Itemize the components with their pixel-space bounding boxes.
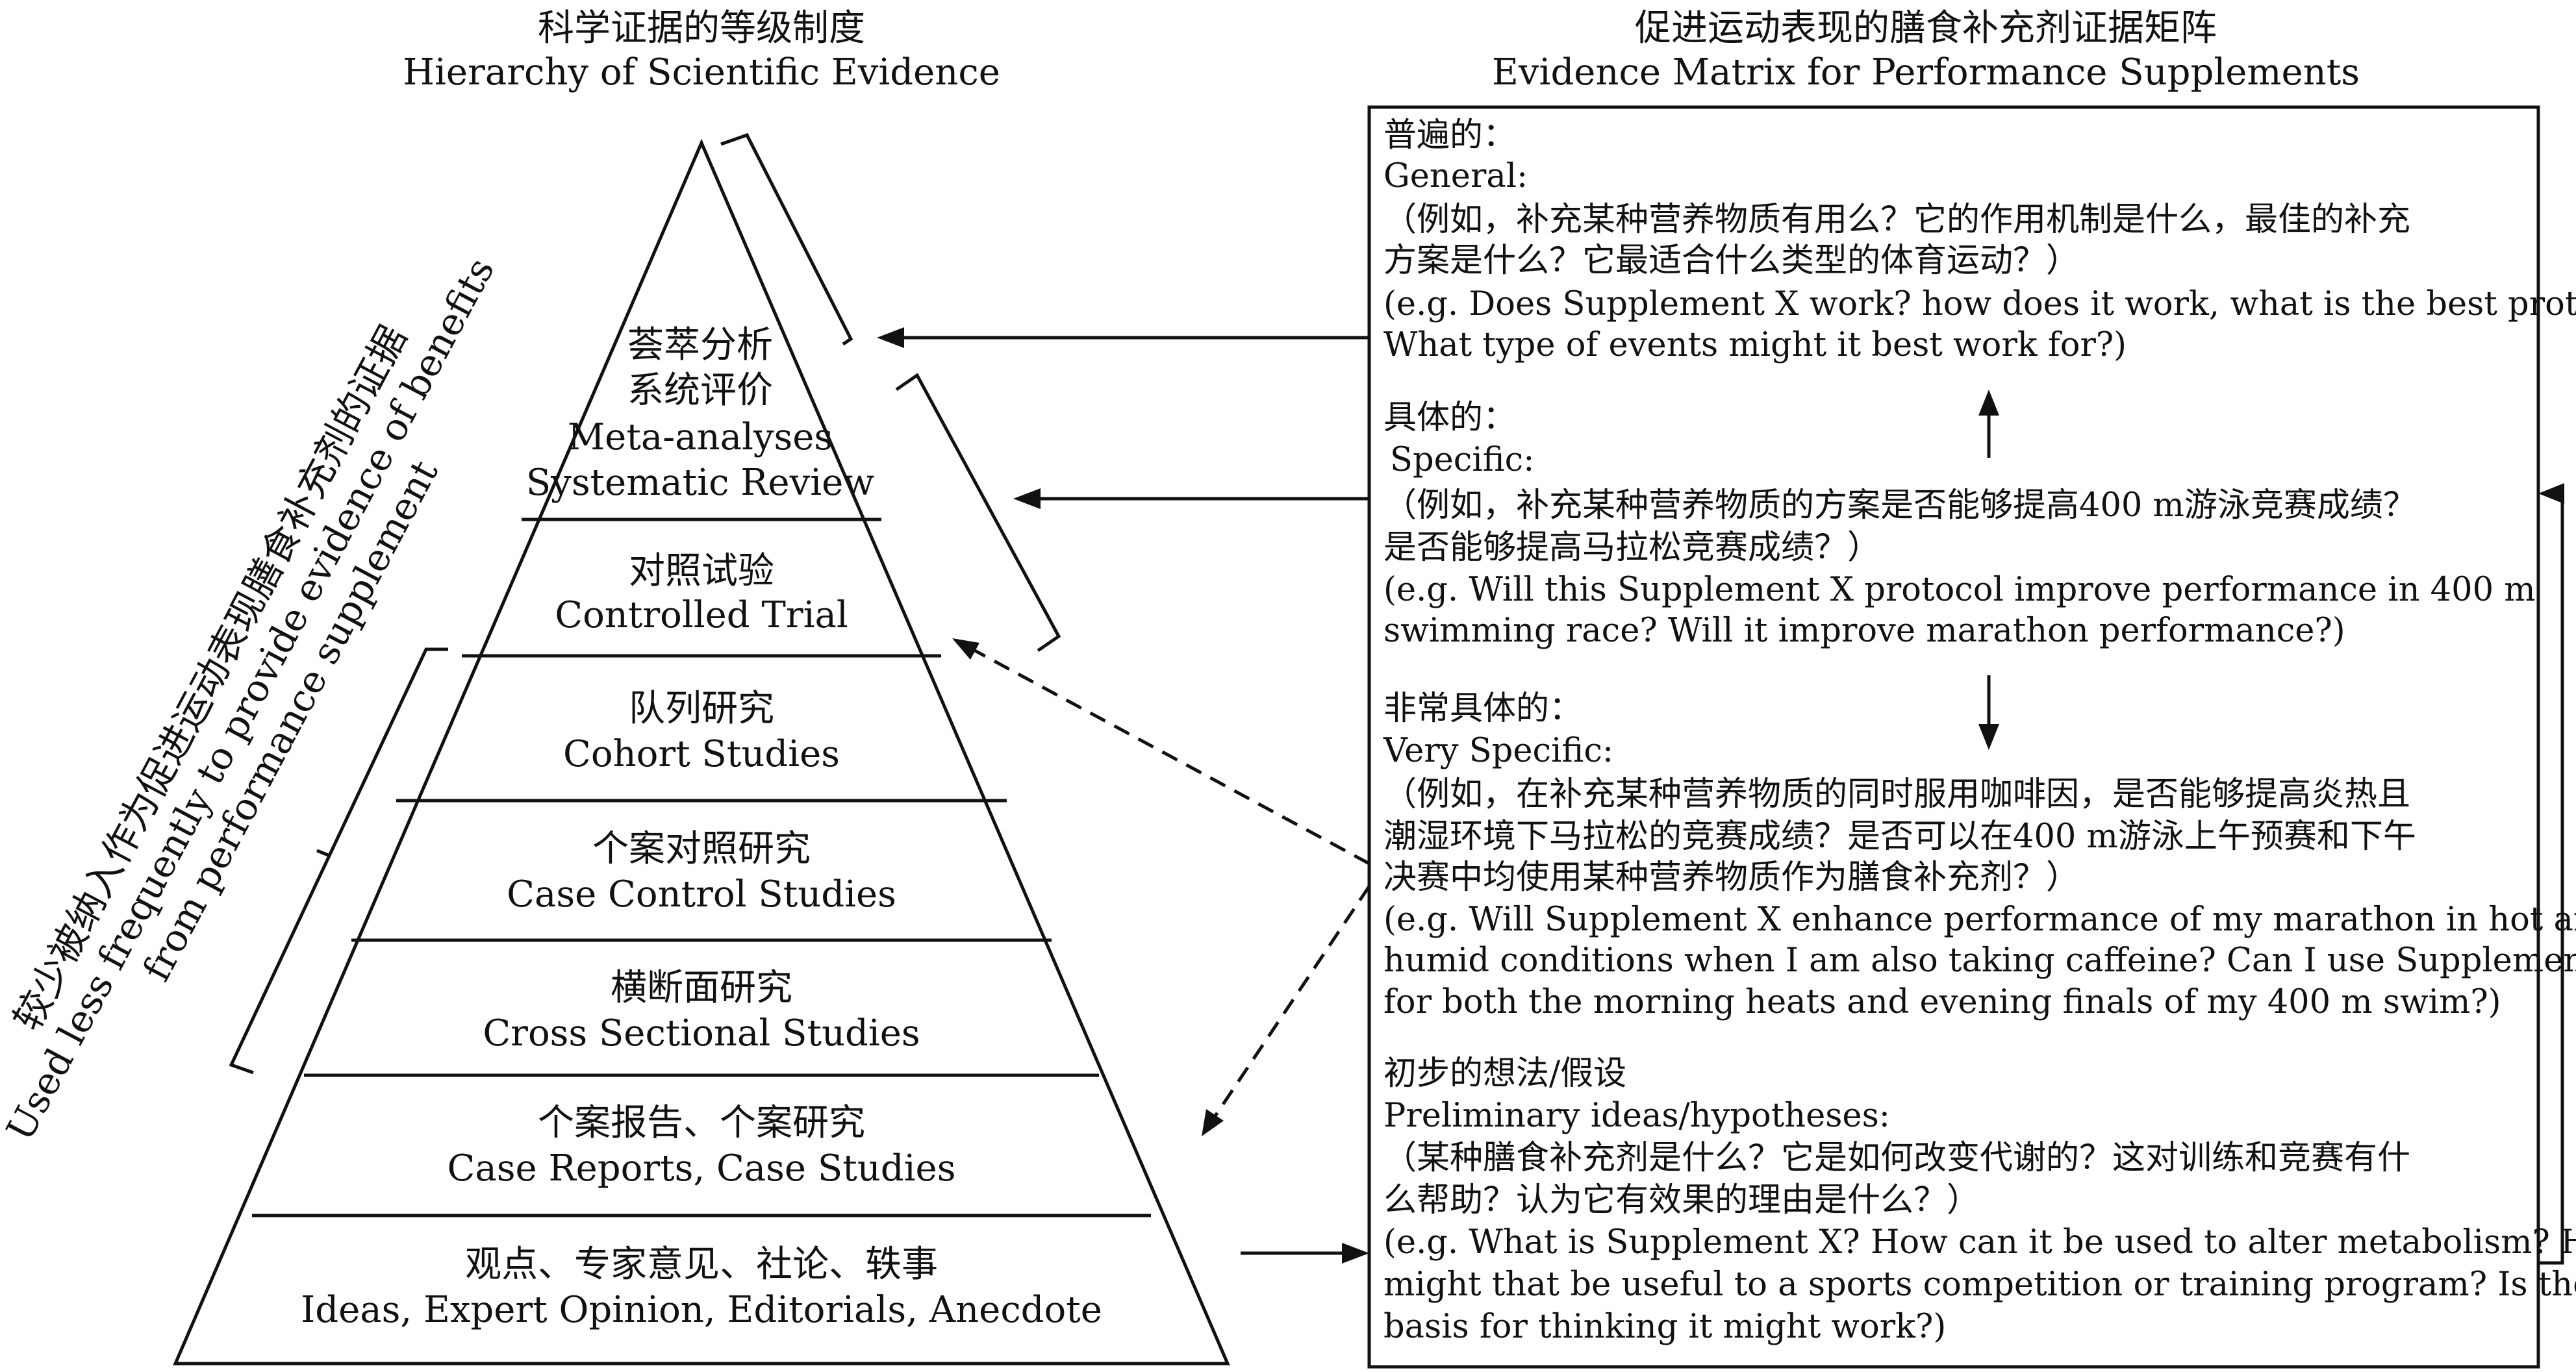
preliminary-en3: basis for thinking it might work?) xyxy=(1383,1308,1946,1346)
pyramid-level-3-zh: 队列研究 xyxy=(629,688,774,730)
dashed-arrow-to-case-reports xyxy=(1207,885,1371,1126)
arrowhead-ideas xyxy=(1342,1243,1369,1264)
very-specific-label-zh: 非常具体的： xyxy=(1383,690,1582,728)
arrowhead-specific xyxy=(1013,488,1041,509)
very-specific-en3: for both the morning heats and evening f… xyxy=(1383,983,2501,1021)
general-zh1: （例如，补充某种营养物质有用么？它的作用机制是什么，最佳的补充 xyxy=(1383,201,2410,239)
specific-zh2: 是否能够提高马拉松竞赛成绩？） xyxy=(1383,529,1880,567)
pyramid-level-1-zh2: 系统评价 xyxy=(627,369,773,412)
matrix-preliminary: 初步的想法/假设 Preliminary ideas/hypotheses: （… xyxy=(1383,1054,2576,1346)
arrowhead-feedback xyxy=(2538,483,2564,504)
bracket-lower-evidence xyxy=(229,647,448,1075)
side-label-zh: 较少被纳入作为促进运动表现膳食补充剂的证据 xyxy=(5,318,416,1037)
left-title-zh: 科学证据的等级制度 xyxy=(538,7,865,49)
pyramid-level-1-en1: Meta-analyses xyxy=(568,416,833,458)
pyramid-outline xyxy=(173,138,1230,1366)
evidence-pyramid: 荟萃分析 系统评价 Meta-analyses Systematic Revie… xyxy=(173,138,1230,1366)
specific-en1: (e.g. Will this Supplement X protocol im… xyxy=(1383,571,2536,609)
very-specific-zh3: 决赛中均使用某种营养物质作为膳食补充剂？） xyxy=(1383,858,2079,897)
specific-en2: swimming race? Will it improve marathon … xyxy=(1383,612,2345,650)
arrowhead-dashed-upper xyxy=(952,638,979,660)
specific-label-zh: 具体的： xyxy=(1383,399,1516,437)
preliminary-zh2: 么帮助？认为它有效果的理由是什么？） xyxy=(1383,1181,1980,1219)
preliminary-en2: might that be useful to a sports competi… xyxy=(1383,1266,2576,1304)
preliminary-en1: (e.g. What is Supplement X? How can it b… xyxy=(1383,1223,2576,1262)
pyramid-level-2-zh: 对照试验 xyxy=(629,550,774,592)
matrix-very-specific: 非常具体的： Very Specific: （例如，在补充某种营养物质的同时服用… xyxy=(1383,690,2576,1021)
preliminary-label-en: Preliminary ideas/hypotheses: xyxy=(1383,1097,1890,1135)
general-zh2: 方案是什么？它最适合什么类型的体育运动？） xyxy=(1383,242,2079,280)
matrix-specific: 具体的： Specific: （例如，补充某种营养物质的方案是否能够提高400 … xyxy=(1383,399,2536,650)
very-specific-zh2: 潮湿环境下马拉松的竞赛成绩？是否可以在400 m游泳上午预赛和下午 xyxy=(1383,817,2416,856)
bracket-meta-trial xyxy=(895,373,1061,653)
very-specific-label-en: Very Specific: xyxy=(1383,732,1613,770)
general-label-zh: 普遍的： xyxy=(1383,116,1516,155)
pyramid-level-3-en: Cohort Studies xyxy=(563,733,840,775)
right-title-en: Evidence Matrix for Performance Suppleme… xyxy=(1492,51,2360,94)
pyramid-level-4-zh: 个案对照研究 xyxy=(592,828,811,870)
right-title-zh: 促进运动表现的膳食补充剂证据矩阵 xyxy=(1635,7,2217,49)
general-en1: (e.g. Does Supplement X work? how does i… xyxy=(1383,285,2576,323)
general-label-en: General: xyxy=(1383,157,1528,195)
very-specific-en1: (e.g. Will Supplement X enhance performa… xyxy=(1383,901,2576,939)
pyramid-level-5-zh: 横断面研究 xyxy=(611,967,792,1009)
specific-label-en: Specific: xyxy=(1390,441,1534,479)
bracket-lower-evidence-tick xyxy=(316,849,331,858)
pyramid-level-6-zh: 个案报告、个案研究 xyxy=(538,1102,865,1144)
preliminary-zh1: （某种膳食补充剂是什么？它是如何改变代谢的？这对训练和竞赛有什 xyxy=(1383,1139,2410,1177)
pyramid-level-5-en: Cross Sectional Studies xyxy=(483,1012,920,1054)
dashed-arrow-to-trial xyxy=(965,644,1370,866)
pyramid-level-1-en2: Systematic Review xyxy=(526,462,874,504)
pyramid-level-2-en: Controlled Trial xyxy=(555,594,848,636)
preliminary-label-zh: 初步的想法/假设 xyxy=(1383,1054,1626,1093)
bracket-top-level xyxy=(720,132,853,346)
matrix-box xyxy=(1367,105,2540,1369)
arrowhead-dashed-lower xyxy=(1202,1109,1224,1136)
pyramid-level-7-zh: 观点、专家意见、社论、轶事 xyxy=(465,1243,938,1286)
pyramid-level-6-en: Case Reports, Case Studies xyxy=(448,1147,956,1190)
specific-zh1: （例如，补充某种营养物质的方案是否能够提高400 m游泳竞赛成绩？ xyxy=(1383,486,2416,525)
matrix-general: 普遍的： General: （例如，补充某种营养物质有用么？它的作用机制是什么，… xyxy=(1383,116,2576,364)
side-label-en1: Used less frequently to provide evidence… xyxy=(0,251,503,1148)
arrowhead-up xyxy=(1978,390,1999,416)
general-en2: What type of events might it best work f… xyxy=(1383,326,2127,364)
pyramid-level-7-en: Ideas, Expert Opinion, Editorials, Anecd… xyxy=(301,1289,1102,1331)
very-specific-zh1: （例如，在补充某种营养物质的同时服用咖啡因，是否能够提高炎热且 xyxy=(1383,775,2410,814)
feedback-loop-line xyxy=(2538,492,2564,1265)
arrows xyxy=(877,327,2564,1265)
arrowhead-down xyxy=(1978,724,1999,750)
left-title-en: Hierarchy of Scientific Evidence xyxy=(403,51,1000,94)
very-specific-en2: humid conditions when I am also taking c… xyxy=(1383,942,2576,980)
pyramid-level-1-zh1: 荟萃分析 xyxy=(627,324,773,366)
pyramid-level-4-en: Case Control Studies xyxy=(507,873,896,916)
arrowhead-general xyxy=(877,327,904,348)
